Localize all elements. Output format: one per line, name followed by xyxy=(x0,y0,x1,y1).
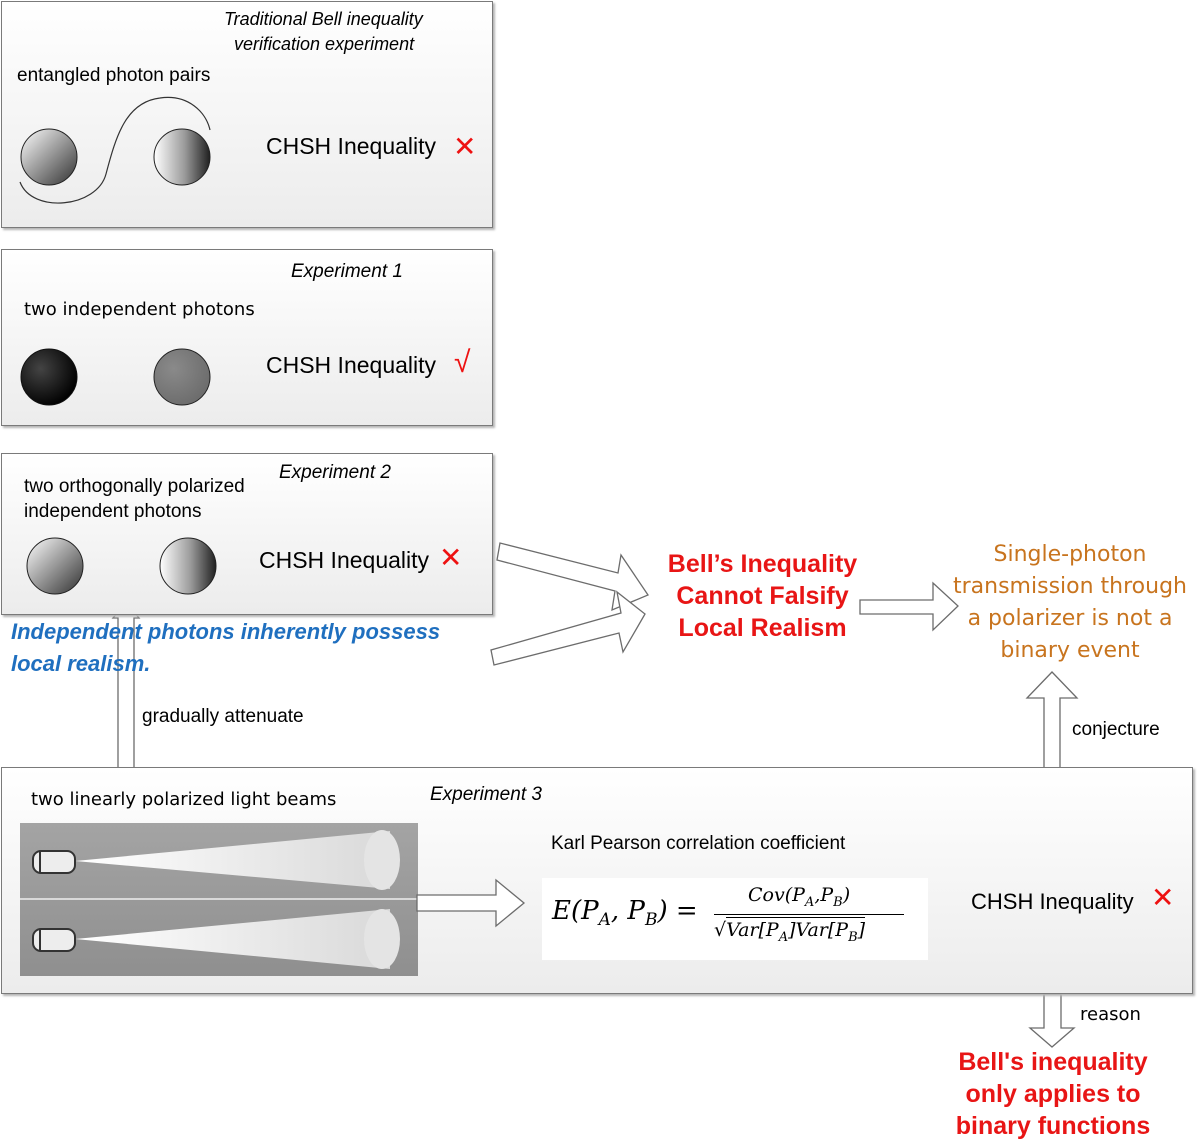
experiment2-title: Experiment 2 xyxy=(279,462,391,483)
local-realism-note-line1: Independent photons inherently possess xyxy=(11,619,441,644)
experiment1-panel: Experiment 1 two independent photons CHS… xyxy=(1,249,493,426)
experiment2-label-line2: independent photons xyxy=(24,501,202,522)
traditional-experiment-panel: Traditional Bell inequality verification… xyxy=(1,1,493,228)
traditional-cross-mark: ✕ xyxy=(453,131,477,162)
laser-bottom xyxy=(32,928,76,952)
formula-numerator: Cov(PA,PB) xyxy=(748,884,851,910)
orthogonal-photons-graphic xyxy=(26,537,217,595)
independent-photons-graphic xyxy=(20,348,211,406)
photon-a xyxy=(20,128,78,186)
photon-grey xyxy=(153,348,211,406)
entangled-photons-graphic xyxy=(19,96,211,204)
formula-fraction-bar xyxy=(714,914,904,915)
entanglement-curve xyxy=(19,96,211,204)
exp2-to-conclusion-arrow xyxy=(496,542,649,612)
attenuate-label: gradually attenuate xyxy=(142,706,304,727)
final-line2: only applies to xyxy=(965,1080,1141,1108)
experiment2-label-line1: two orthogonally polarized xyxy=(24,476,245,497)
experiment1-title: Experiment 1 xyxy=(291,261,403,282)
experiment2-chsh-label: CHSH Inequality xyxy=(259,547,430,573)
local-realism-note-line2: local realism. xyxy=(11,651,151,676)
pearson-formula: E(PA, PB) = Cov(PA,PB) √Var[PA]Var[PB] xyxy=(542,878,928,960)
traditional-title-line1: Traditional Bell inequality xyxy=(224,9,423,29)
pearson-label: Karl Pearson correlation coefficient xyxy=(551,833,846,854)
photon-b xyxy=(153,128,211,186)
conclusion-line2: Cannot Falsify xyxy=(676,582,849,610)
light-beams-graphic xyxy=(20,823,418,976)
experiment3-label: two linearly polarized light beams xyxy=(31,789,337,810)
beam-bottom xyxy=(75,909,390,969)
traditional-title-line2: verification experiment xyxy=(234,34,415,54)
reason-arrow xyxy=(1028,993,1076,1048)
experiment3-cross-mark: ✕ xyxy=(1151,882,1175,913)
conclusion-line3: Local Realism xyxy=(678,614,847,642)
photon-a xyxy=(26,537,84,595)
conjecture-line2: transmission through xyxy=(953,574,1187,599)
conjecture-label: conjecture xyxy=(1072,719,1160,740)
experiment1-chsh-label: CHSH Inequality xyxy=(266,352,437,378)
beam-top xyxy=(75,831,390,889)
conclusion-to-conjecture-arrow xyxy=(859,581,959,632)
photon-black xyxy=(20,348,78,406)
experiment2-panel: Experiment 2 two orthogonally polarized … xyxy=(1,453,493,615)
conjecture-line3: a polarizer is not a xyxy=(967,606,1173,631)
final-line1: Bell's inequality xyxy=(958,1048,1148,1076)
reason-label: reason xyxy=(1080,1004,1141,1025)
formula-lhs: E(PA, PB) = xyxy=(552,896,698,931)
experiment1-check-mark: √ xyxy=(454,346,471,379)
entangled-label: entangled photon pairs xyxy=(17,65,211,86)
laser-top xyxy=(32,850,76,874)
experiment3-chsh-label: CHSH Inequality xyxy=(971,889,1134,914)
experiment3-title: Experiment 3 xyxy=(430,784,542,805)
photon-b xyxy=(159,537,217,595)
experiment2-cross-mark: ✕ xyxy=(439,542,463,573)
traditional-chsh-label: CHSH Inequality xyxy=(266,133,437,159)
formula-denominator: √Var[PA]Var[PB] xyxy=(714,917,866,945)
experiment3-panel: Experiment 3 two linearly polarized ligh… xyxy=(1,767,1193,994)
final-line3: binary functions xyxy=(955,1112,1151,1140)
experiment1-label: two independent photons xyxy=(24,299,255,320)
note-to-conclusion-arrow xyxy=(490,590,646,666)
beams-to-formula-arrow xyxy=(416,878,526,928)
conclusion-line1: Bell’s Inequality xyxy=(667,550,858,578)
conjecture-line1: Single-photon xyxy=(993,542,1147,567)
conjecture-arrow xyxy=(1025,671,1079,769)
conjecture-line4: binary event xyxy=(1000,638,1140,663)
